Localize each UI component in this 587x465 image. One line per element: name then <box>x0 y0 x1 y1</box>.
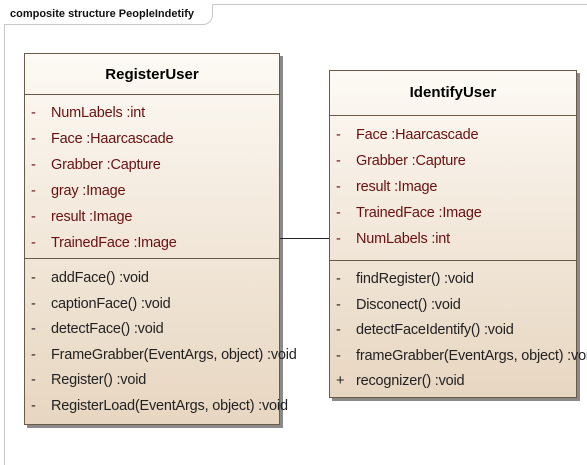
visibility-marker: - <box>31 321 36 337</box>
attribute-signature: NumLabels :int <box>356 231 450 247</box>
attribute-row[interactable]: -result :Image <box>25 204 279 230</box>
attribute-signature: Face :Haarcascade <box>51 131 174 147</box>
operation-signature: recognizer() :void <box>356 373 465 390</box>
operation-signature: findRegister() :void <box>356 271 474 287</box>
attribute-row[interactable]: -NumLabels :int <box>25 100 279 126</box>
operation-row[interactable]: -addFace() :void <box>25 266 279 292</box>
attribute-signature: TrainedFace :Image <box>51 235 177 251</box>
attribute-row[interactable]: -TrainedFace :Image <box>330 200 576 226</box>
attribute-row[interactable]: -gray :Image <box>25 178 279 204</box>
operation-row[interactable]: -Disconect() :void <box>330 293 576 319</box>
attribute-signature: result :Image <box>356 179 438 195</box>
visibility-marker: - <box>31 372 36 388</box>
visibility-marker: - <box>31 270 36 286</box>
class-identify-user[interactable]: IdentifyUser -Face :Haarcascade-Grabber … <box>329 70 587 398</box>
visibility-marker: - <box>31 397 36 414</box>
operation-signature: addFace() :void <box>51 270 149 286</box>
visibility-marker: - <box>336 179 341 195</box>
attribute-signature: Grabber :Capture <box>356 153 466 169</box>
attribute-row[interactable]: -Face :Haarcascade <box>25 126 279 152</box>
attributes-compartment: -Face :Haarcascade-Grabber :Capture-resu… <box>330 116 576 261</box>
visibility-marker: - <box>31 157 36 173</box>
operation-row[interactable]: -captionFace() :void <box>25 292 279 318</box>
operations-compartment: -addFace() :void-captionFace() :void-det… <box>25 259 297 420</box>
operation-row[interactable]: -detectFaceIdentify() :void <box>330 318 576 344</box>
visibility-marker: - <box>336 205 341 221</box>
visibility-marker: - <box>336 347 341 364</box>
operation-row[interactable]: + recognizer() :void <box>330 369 576 395</box>
attribute-row[interactable]: -NumLabels :int <box>330 226 576 252</box>
operation-signature: RegisterLoad(EventArgs, object) :void <box>51 397 288 414</box>
attribute-row[interactable]: -result :Image <box>330 174 576 200</box>
operation-row[interactable]: -FrameGrabber(EventArgs, object) :void <box>25 343 297 369</box>
attribute-signature: gray :Image <box>51 183 126 199</box>
visibility-marker: - <box>31 105 36 121</box>
attribute-signature: TrainedFace :Image <box>356 205 482 221</box>
visibility-marker: - <box>336 322 341 339</box>
operation-row[interactable]: -findRegister() :void <box>330 267 576 293</box>
visibility-marker: - <box>31 295 36 312</box>
operation-row[interactable]: -Register() :void <box>25 368 279 394</box>
attribute-signature: Grabber :Capture <box>51 157 161 173</box>
operation-row[interactable]: -RegisterLoad(EventArgs, object) :void <box>25 394 288 420</box>
attribute-signature: NumLabels :int <box>51 105 145 121</box>
operation-signature: captionFace() :void <box>51 295 171 312</box>
visibility-marker: - <box>336 296 341 313</box>
diagram-frame <box>4 4 587 465</box>
operation-row[interactable]: -frameGrabber(EventArgs, object) :void <box>330 344 587 370</box>
attribute-row[interactable]: -Face :Haarcascade <box>330 122 576 148</box>
visibility-marker: - <box>31 131 36 147</box>
attribute-signature: Face :Haarcascade <box>356 127 479 143</box>
operation-row[interactable]: -detectFace() :void <box>25 317 279 343</box>
attribute-signature: result :Image <box>51 209 133 225</box>
operation-signature: detectFace() :void <box>51 321 164 337</box>
attributes-compartment: -NumLabels :int-Face :Haarcascade-Grabbe… <box>25 95 279 259</box>
diagram-frame-label: composite structure PeopleIndetify <box>4 4 213 25</box>
operation-signature: frameGrabber(EventArgs, object) :void <box>356 347 587 364</box>
visibility-marker: - <box>31 235 36 251</box>
visibility-marker: - <box>336 127 341 143</box>
operation-signature: detectFaceIdentify() :void <box>356 322 514 339</box>
visibility-marker: - <box>336 231 341 247</box>
operation-signature: Disconect() :void <box>356 296 461 313</box>
attribute-row[interactable]: -Grabber :Capture <box>330 148 576 174</box>
visibility-marker: - <box>31 209 36 225</box>
attribute-row[interactable]: -Grabber :Capture <box>25 152 279 178</box>
visibility-marker: - <box>336 271 341 287</box>
operation-signature: FrameGrabber(EventArgs, object) :void <box>51 346 297 363</box>
visibility-marker: - <box>31 346 36 363</box>
class-name: IdentifyUser <box>330 71 576 116</box>
class-name: RegisterUser <box>25 54 279 95</box>
operation-signature: Register() :void <box>51 372 147 388</box>
association-line[interactable] <box>280 238 329 239</box>
attribute-row[interactable]: -TrainedFace :Image <box>25 230 279 256</box>
operations-compartment: -findRegister() :void-Disconect() :void-… <box>330 261 587 395</box>
visibility-marker: + <box>336 373 345 390</box>
visibility-marker: - <box>31 183 36 199</box>
class-register-user[interactable]: RegisterUser -NumLabels :int-Face :Haarc… <box>24 53 297 425</box>
visibility-marker: - <box>336 153 341 169</box>
